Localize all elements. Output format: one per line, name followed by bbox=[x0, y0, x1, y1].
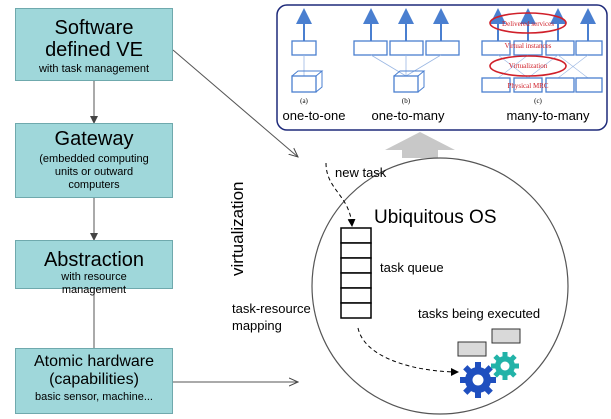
panel-caption-a: one-to-one bbox=[283, 108, 346, 123]
layer-atomic-hardware: Atomic hardware (capabilities) basic sen… bbox=[15, 348, 173, 414]
queue-slot bbox=[340, 242, 372, 259]
layer-label-instances: Virtual instances bbox=[505, 42, 552, 50]
executing-task-box bbox=[457, 341, 487, 357]
layer-subtitle: with resource management bbox=[61, 271, 127, 296]
virtual-instance-box bbox=[545, 40, 575, 56]
virtualization-label: virtualization bbox=[228, 181, 247, 277]
panel-c: Delivered services Virtual instances Vir… bbox=[481, 8, 603, 93]
layer-subtitle: with task management bbox=[38, 63, 150, 75]
new-task-arrow bbox=[325, 162, 356, 227]
layer-title: Gateway bbox=[54, 128, 134, 150]
task-queue-stack bbox=[340, 227, 372, 319]
layer-title: Software defined VE bbox=[45, 17, 143, 61]
os-circle bbox=[311, 157, 569, 415]
panel-tag-b: (b) bbox=[402, 97, 411, 105]
virtual-instance-box bbox=[425, 40, 460, 56]
execute-arrow bbox=[357, 327, 459, 376]
panel-a bbox=[291, 8, 324, 93]
virtual-instance-box bbox=[389, 40, 424, 56]
layer-software-defined-ve: Software defined VE with task management bbox=[15, 8, 173, 81]
panel-b bbox=[353, 8, 460, 93]
executing-task-box bbox=[491, 328, 521, 344]
layer-gateway: Gateway (embedded computing units or out… bbox=[15, 123, 173, 198]
mapping-panel: Delivered services Virtual instances Vir… bbox=[276, 4, 608, 131]
layer-title: Abstraction bbox=[43, 249, 145, 271]
panel-tag-a: (a) bbox=[300, 97, 308, 105]
layer-label-physical: Physical MRC bbox=[507, 82, 548, 90]
mapping-panel-frame bbox=[276, 4, 608, 131]
os-title: Ubiquitous OS bbox=[374, 207, 497, 228]
physical-box bbox=[481, 77, 511, 93]
queue-slot bbox=[340, 257, 372, 274]
gear-blue-icon bbox=[460, 362, 496, 398]
panel-caption-b: one-to-many bbox=[372, 108, 445, 123]
layer-title: Atomic hardware (capabilities) bbox=[33, 353, 155, 388]
virtualization-ellipse bbox=[489, 55, 567, 77]
layer-subtitle: basic sensor, machine... bbox=[34, 391, 153, 403]
panel-tag-c: (c) bbox=[534, 97, 542, 105]
layer-label-delivered: Delivered services bbox=[502, 20, 554, 28]
layer-abstraction: Abstraction with resource management bbox=[15, 240, 173, 296]
gear-teal-icon bbox=[491, 352, 519, 380]
task-resource-mapping-label: task-resource mapping bbox=[232, 301, 311, 333]
queue-slot bbox=[340, 302, 372, 319]
up-arrow-shape bbox=[385, 132, 455, 158]
queue-slot bbox=[340, 272, 372, 289]
tasks-executed-label: tasks being executed bbox=[418, 306, 541, 321]
virtual-instance-box bbox=[575, 40, 603, 56]
arrow-ve-to-os bbox=[172, 49, 298, 157]
task-queue-label: task queue bbox=[380, 260, 444, 275]
virtual-instance-box bbox=[481, 40, 511, 56]
virtual-instance-box bbox=[353, 40, 388, 56]
physical-box bbox=[513, 77, 543, 93]
physical-box bbox=[393, 75, 419, 93]
physical-box bbox=[291, 75, 317, 93]
queue-slot bbox=[340, 227, 372, 244]
layer-label-virtualization: Virtualization bbox=[509, 62, 548, 70]
panel-caption-c: many-to-many bbox=[506, 108, 590, 123]
delivered-services-ellipse bbox=[489, 12, 567, 34]
virtual-instance-box bbox=[291, 40, 317, 56]
new-task-label: new task bbox=[335, 165, 387, 180]
layer-subtitle: (embedded computing units or outward com… bbox=[39, 153, 149, 191]
queue-slot bbox=[340, 287, 372, 304]
physical-box bbox=[575, 77, 603, 93]
physical-box bbox=[545, 77, 575, 93]
